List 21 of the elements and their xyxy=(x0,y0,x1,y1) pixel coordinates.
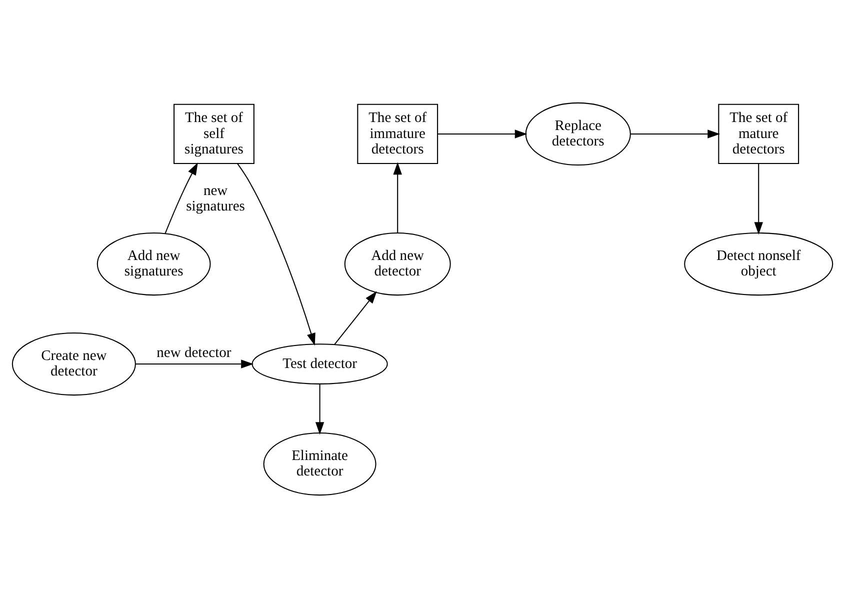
node-box: The set of mature detectors xyxy=(718,103,800,164)
arrow xyxy=(315,383,324,434)
arrow xyxy=(393,162,402,233)
node-box: The set of immature detectors xyxy=(357,103,438,164)
node-ellipse: Eliminate detector xyxy=(263,432,376,496)
node-ellipse: Test detector xyxy=(252,343,388,384)
arrow xyxy=(630,129,720,138)
arrow xyxy=(334,290,377,344)
arrow xyxy=(164,162,198,234)
arrow xyxy=(237,163,316,346)
arrow xyxy=(136,359,254,368)
node-ellipse: Replace detectors xyxy=(525,102,631,165)
arrow xyxy=(754,163,763,234)
node-box: The set of self signatures xyxy=(174,103,254,164)
arrow xyxy=(438,129,528,138)
edge-label: new detector xyxy=(156,344,232,360)
node-ellipse: Create new detector xyxy=(12,332,136,396)
node-ellipse: Add new signatures xyxy=(96,232,211,296)
edge-label: new signatures xyxy=(186,182,245,214)
node-ellipse: Detect nonself object xyxy=(684,232,834,296)
node-ellipse: Add new detector xyxy=(344,232,451,296)
